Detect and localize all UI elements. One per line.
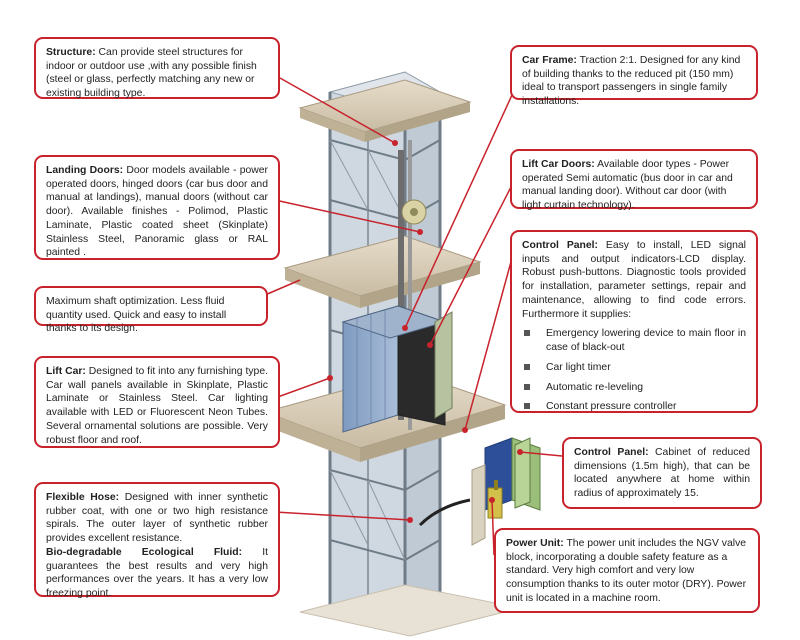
list-item: Constant pressure controller	[522, 400, 746, 414]
callout-leaders	[264, 77, 563, 556]
callout-text: Maximum shaft optimization. Less fluid q…	[46, 296, 227, 335]
callout-heading: Lift Car:	[46, 366, 86, 377]
callout-control-panel: Control Panel: Easy to install, LED sign…	[510, 230, 758, 413]
callout-text: Traction 2:1. Designed for any kind of b…	[522, 55, 741, 108]
callout-shaft-optimization: Maximum shaft optimization. Less fluid q…	[34, 286, 268, 334]
power-unit	[418, 480, 503, 527]
callout-text: Easy to install, LED signal inputs and o…	[522, 240, 746, 320]
lift-car	[341, 305, 453, 433]
list-item: Automatic re-leveling	[522, 381, 746, 395]
callout-heading: Power Unit:	[506, 538, 564, 549]
callout-landing-doors: Landing Doors: Door models available - p…	[34, 155, 280, 260]
callout-text: Designed with inner synthetic rubber coa…	[46, 492, 268, 545]
top-slab	[298, 79, 472, 142]
callout-text: Designed to fit into any furnishing type…	[46, 366, 269, 446]
callout-text: Available door types - Power operated Se…	[522, 159, 733, 212]
callout-lift-car-doors: Lift Car Doors: Available door types - P…	[510, 149, 758, 212]
callout-heading: Control Panel:	[574, 447, 649, 458]
list-item: Emergency lowering device to main floor …	[522, 327, 746, 354]
callout-control-cabinet: Control Panel: Cabinet of reduced dimens…	[562, 437, 762, 509]
callout-heading: Car Frame:	[522, 55, 577, 66]
list-item: Car light timer	[522, 361, 746, 375]
callout-car-frame: Car Frame: Traction 2:1. Designed for an…	[510, 45, 758, 107]
callout-power-unit: Power Unit: The power unit includes the …	[494, 528, 760, 613]
callout-structure: Structure: Can provide steel structures …	[34, 37, 280, 99]
callout-heading: Bio-degradable Ecological Fluid:	[46, 546, 243, 558]
callout-text: Door models available - power operated d…	[46, 165, 268, 259]
callout-heading: Flexible Hose:	[46, 492, 120, 503]
callout-text: The power unit includes the NGV valve bl…	[506, 538, 747, 604]
callout-heading: Structure:	[46, 47, 96, 58]
callout-heading: Control Panel:	[522, 240, 598, 251]
callout-heading: Lift Car Doors:	[522, 159, 595, 170]
callout-text: Can provide steel structures for indoor …	[46, 47, 257, 100]
callout-heading: Landing Doors:	[46, 165, 124, 176]
callout-lift-car: Lift Car: Designed to fit into any furni…	[34, 356, 280, 448]
control-panel-features: Emergency lowering device to main floor …	[522, 327, 746, 414]
floor-slab-upper	[283, 235, 482, 308]
callout-text: Cabinet of reduced dimensions (1.5m high…	[574, 447, 750, 500]
callout-flexible-hose: Flexible Hose: Designed with inner synth…	[34, 482, 280, 600]
callout-text: It guarantees the best results and very …	[46, 546, 269, 600]
car-frame	[398, 140, 427, 430]
